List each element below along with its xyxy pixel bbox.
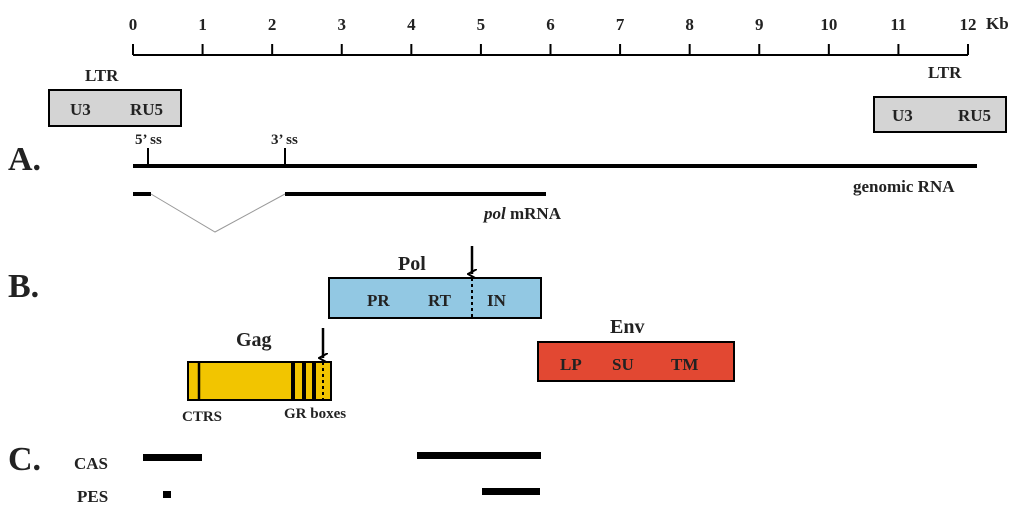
scale-tick-label: 2	[268, 15, 277, 34]
ltr-left: LTR U3 RU5	[48, 66, 182, 127]
ltr-right-title: LTR	[928, 63, 962, 82]
ltr-right-ru5: RU5	[958, 106, 991, 125]
ltr-left-u3: U3	[70, 100, 91, 119]
pes-segment-2	[482, 488, 540, 495]
ltr-right-box	[873, 96, 1007, 133]
pol-in: IN	[487, 291, 507, 310]
gag-gr-box-1	[291, 362, 295, 400]
scale-tick-label: 12	[960, 15, 977, 34]
pol-mrna-label: pol mRNA	[482, 204, 562, 223]
pol-rt: RT	[428, 291, 452, 310]
ltr-right-u3: U3	[892, 106, 913, 125]
env-tm: TM	[671, 355, 698, 374]
scale-ticks	[132, 44, 969, 55]
scale-tick-label: 0	[129, 15, 138, 34]
gag-title: Gag	[236, 329, 272, 351]
pol-title: Pol	[398, 253, 426, 275]
scale-tick-label: 3	[338, 15, 347, 34]
panel-label-b: B.	[8, 268, 39, 305]
cas-label: CAS	[74, 454, 108, 473]
pol-mrna-italic: pol	[482, 204, 506, 223]
gag-gr-label: GR boxes	[284, 406, 346, 422]
gag-ctrs-label: CTRS	[182, 409, 222, 425]
gag-block: Gag CTRS GR boxes	[182, 328, 346, 425]
pol-mrna-intron	[150, 193, 286, 233]
splice-site-5: 5’ ss	[135, 132, 162, 148]
gag-box	[187, 361, 332, 401]
pes-label: PES	[77, 487, 108, 506]
pes-segment-1	[163, 491, 171, 498]
scale-tick-label: 5	[477, 15, 486, 34]
scale-tick-label: 7	[616, 15, 625, 34]
genomic-rna-label: genomic RNA	[853, 177, 955, 196]
scale-tick-label: 6	[546, 15, 555, 34]
pol-block: Pol PR RT IN	[328, 246, 542, 319]
gag-gr-box-2	[302, 362, 306, 400]
scale-unit: Kb	[986, 14, 1009, 33]
env-title: Env	[610, 316, 644, 338]
ltr-left-box	[48, 89, 182, 127]
scale-tick-label: 11	[890, 15, 906, 34]
pol-pr: PR	[367, 291, 390, 310]
scale-tick-label: 4	[407, 15, 416, 34]
env-block: Env LP SU TM	[537, 316, 735, 382]
cas-segment-1	[143, 454, 202, 461]
ltr-left-ru5: RU5	[130, 100, 163, 119]
scale-tick-label: 9	[755, 15, 764, 34]
env-lp: LP	[560, 355, 582, 374]
ltr-right: LTR U3 RU5	[873, 63, 1007, 133]
panel-label-a: A.	[8, 141, 41, 178]
scale-tick-label: 8	[685, 15, 694, 34]
splice-site-3: 3’ ss	[271, 132, 298, 148]
env-box	[537, 341, 735, 382]
scale-tick-label: 10	[820, 15, 837, 34]
gag-gr-box-3	[312, 362, 316, 400]
ltr-left-title: LTR	[85, 66, 119, 85]
scale-tick-label: 1	[198, 15, 207, 34]
panel-label-c: C.	[8, 441, 41, 478]
pol-mrna-suffix: mRNA	[506, 204, 562, 223]
env-su: SU	[612, 355, 634, 374]
cas-segment-2	[417, 452, 541, 459]
pol-box	[328, 277, 542, 319]
